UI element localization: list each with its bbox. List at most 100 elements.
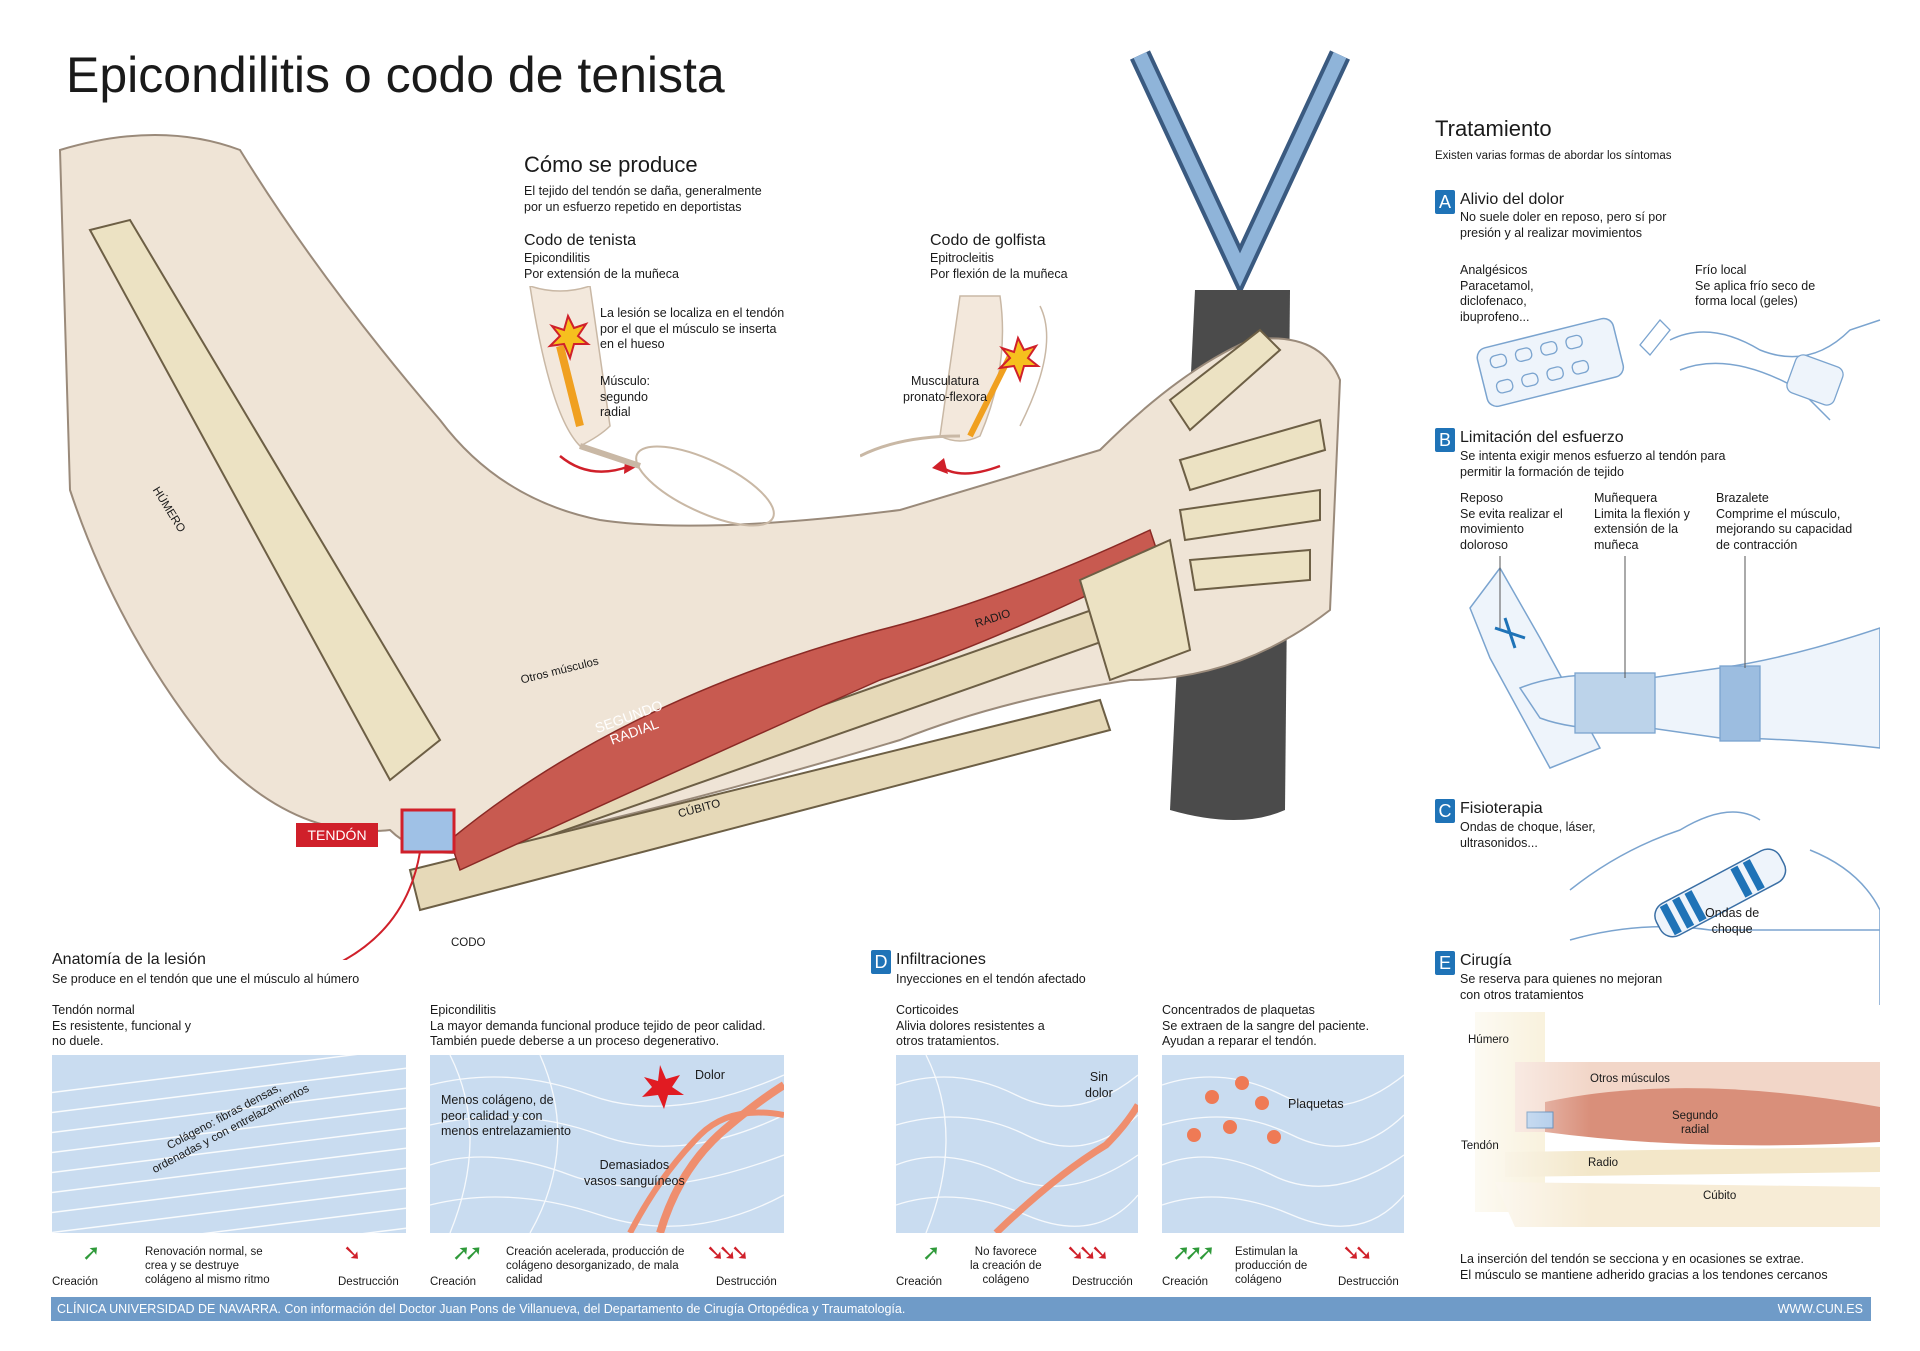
normal-creacion: Creación xyxy=(52,1276,99,1288)
destruccion-arrows-icon: ➘➘ xyxy=(1342,1240,1373,1265)
plaq-title: Concentrados de plaquetas Se extraen de … xyxy=(1162,1003,1370,1049)
e-title: Cirugía xyxy=(1460,952,1512,969)
plaq-tissue xyxy=(1162,1074,1404,1227)
epi-destruccion: Destrucción xyxy=(716,1276,777,1288)
destruccion-arrows-icon: ➘➘➘ xyxy=(1066,1240,1109,1265)
c-title: Fisioterapia xyxy=(1460,800,1543,817)
a-text: No suele doler en reposo, pero sí por pr… xyxy=(1460,210,1667,240)
page-title: Epicondilitis o codo de tenista xyxy=(66,47,725,103)
infiltraciones-title: Infiltraciones xyxy=(896,951,986,968)
tenista-lesion-note: La lesión se localiza en el tendón por e… xyxy=(600,306,785,352)
plaq-middle: Estimulan la producción de colágeno xyxy=(1235,1246,1308,1286)
badge-d: D xyxy=(871,950,891,974)
plaq-plaquetas: Plaquetas xyxy=(1288,1097,1344,1111)
b-munequera: Muñequera Limita la flexión y extensión … xyxy=(1594,491,1690,552)
tendon-box xyxy=(400,808,456,854)
e-note: La inserción del tendón se secciona y en… xyxy=(1460,1252,1828,1282)
footer-bar: CLÍNICA UNIVERSIDAD DE NAVARRA. Con info… xyxy=(51,1297,1871,1321)
c-ondas: Ondas de choque xyxy=(1705,906,1760,936)
creacion-arrow-icon: ➚ xyxy=(82,1240,101,1265)
footer-website-link[interactable]: WWW.CUN.ES xyxy=(1777,1302,1863,1316)
epi-middle: Creación acelerada, producción de coláge… xyxy=(506,1246,685,1286)
badge-b: B xyxy=(1435,428,1455,452)
normal-middle: Renovación normal, se crea y se destruye… xyxy=(145,1246,270,1286)
tenista-illustration xyxy=(529,286,775,527)
shockwave-device-icon xyxy=(1654,848,1787,938)
tenista-text: Epicondilitis Por extensión de la muñeca xyxy=(524,251,679,281)
normal-title: Tendón normal Es resistente, funcional y… xyxy=(52,1003,191,1049)
pain-star-icon xyxy=(642,1065,684,1109)
hand-outline xyxy=(1469,566,1602,769)
b-text: Se intenta exigir menos esfuerzo al tend… xyxy=(1460,449,1726,479)
golfista-illustration xyxy=(860,295,1048,475)
injury-burst-icon xyxy=(997,335,1041,383)
cort-destruccion: Destrucción xyxy=(1072,1276,1133,1288)
cold-pack-icon xyxy=(1786,354,1844,406)
a-analgesicos: Analgésicos Paracetamol, diclofenaco, ib… xyxy=(1460,263,1534,324)
b-reposo: Reposo Se evita realizar el movimiento d… xyxy=(1460,491,1563,552)
cort-tissue-panel xyxy=(896,1055,1138,1233)
epi-title: Epicondilitis La mayor demanda funcional… xyxy=(430,1003,766,1049)
normal-tissue-panel xyxy=(52,1055,406,1233)
c-text: Ondas de choque, láser, ultrasonidos... xyxy=(1460,820,1596,850)
cort-tissue xyxy=(896,1055,1138,1233)
blood-vessel xyxy=(656,1081,784,1233)
cross-icon xyxy=(1494,617,1526,649)
label-codo: CODO xyxy=(451,937,486,949)
creacion-arrow-icon: ➚ xyxy=(922,1240,941,1265)
creacion-arrows-icon: ➚➚➚ xyxy=(1172,1240,1215,1265)
anatomia-title: Anatomía de la lesión xyxy=(52,951,206,968)
golfista-musculatura-note: Musculatura pronato-flexora xyxy=(903,374,988,404)
hand-bones xyxy=(1078,328,1327,682)
a-illustration xyxy=(1476,317,1881,421)
epi-menos: Menos colágeno, de peor calidad y con me… xyxy=(441,1093,571,1139)
e-humero: Húmero xyxy=(1468,1034,1509,1046)
footer-credits: CLÍNICA UNIVERSIDAD DE NAVARRA. Con info… xyxy=(57,1302,906,1316)
arm-illustration xyxy=(58,50,1350,960)
platelet-icons xyxy=(1187,1076,1281,1144)
e-cubito: Cúbito xyxy=(1703,1190,1737,1202)
como-title: Cómo se produce xyxy=(524,152,698,177)
humerus-bone xyxy=(88,218,442,782)
arrow-head-icon xyxy=(932,458,948,474)
a-frio: Frío local Se aplica frío seco de forma … xyxy=(1695,263,1816,309)
anatomia-text: Se produce en el tendón que une el múscu… xyxy=(52,972,360,986)
armband-icon xyxy=(1719,665,1761,742)
racket-frame xyxy=(1130,50,1350,297)
badge-c: C xyxy=(1435,799,1455,823)
e-segundo-radial: Segundo radial xyxy=(1672,1110,1719,1136)
cort-creacion: Creación xyxy=(896,1276,943,1288)
destruccion-arrow-icon: ➘ xyxy=(343,1240,362,1265)
tendon-pointer-line xyxy=(342,851,421,960)
wrist-brace-icon xyxy=(1574,672,1656,734)
label-tendon: TENDÓN xyxy=(296,823,378,847)
e-radio: Radio xyxy=(1588,1157,1619,1169)
e-tendon: Tendón xyxy=(1461,1140,1499,1152)
cort-title: Corticoides Alivia dolores resistentes a… xyxy=(896,1003,1045,1049)
tratamiento-subtitle: Existen varias formas de abordar los sín… xyxy=(1435,150,1672,162)
plaq-creacion: Creación xyxy=(1162,1276,1209,1288)
tennis-racket-icon xyxy=(635,445,775,527)
tenista-musculo-note: Músculo: segundo radial xyxy=(600,374,651,420)
b-title: Limitación del esfuerzo xyxy=(1460,429,1624,446)
infiltraciones-text: Inyecciones en el tendón afectado xyxy=(896,972,1086,986)
epi-vasos: Demasiados vasos sanguíneos xyxy=(584,1158,685,1188)
golfista-text: Epitrocleitis Por flexión de la muñeca xyxy=(930,251,1068,281)
tratamiento-title: Tratamiento xyxy=(1435,116,1552,141)
disorganized-tissue xyxy=(430,1055,784,1233)
plaq-tissue-panel xyxy=(1162,1055,1404,1233)
blood-vessel xyxy=(993,1103,1138,1233)
epi-creacion: Creación xyxy=(430,1276,477,1288)
a-title: Alivio del dolor xyxy=(1460,191,1565,208)
tenista-title: Codo de tenista xyxy=(524,232,637,249)
b-brazalete: Brazalete Comprime el músculo, mejorando… xyxy=(1716,491,1853,552)
epi-tissue-panel xyxy=(430,1055,784,1233)
collagen-fibers xyxy=(52,1055,406,1233)
epi-dolor: Dolor xyxy=(695,1068,725,1082)
injury-burst-icon xyxy=(547,313,591,361)
cort-middle: No favorece la creación de colágeno xyxy=(970,1246,1042,1286)
badge-a: A xyxy=(1435,190,1455,214)
e-illustration xyxy=(1435,1012,1880,1247)
normal-destruccion: Destrucción xyxy=(338,1276,399,1288)
arm-outline xyxy=(1669,319,1881,421)
